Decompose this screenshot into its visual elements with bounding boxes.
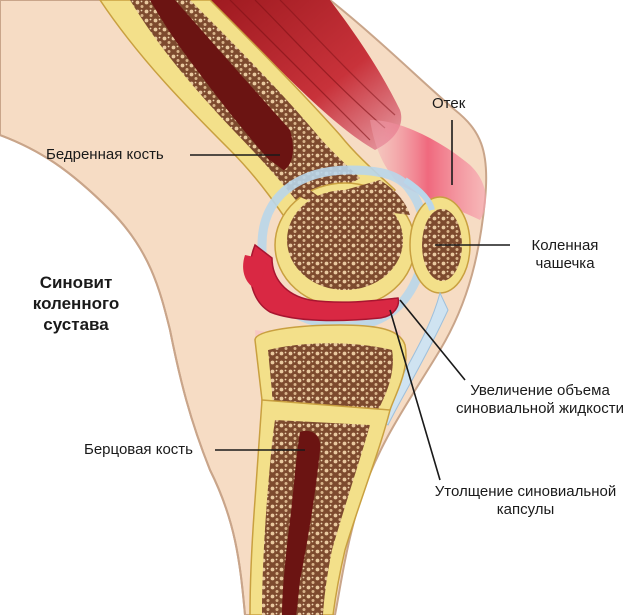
label-fluid: Увеличение объема синовиальной жидкости — [440, 382, 640, 418]
title-line-2: коленного — [32, 294, 120, 313]
label-patella-line2: чашечка — [535, 255, 595, 272]
label-fluid-line2: синовиальной жидкости — [456, 400, 624, 417]
tibia-marrow — [282, 430, 321, 615]
title-line-1: Синовит — [39, 273, 113, 292]
edema-region — [370, 120, 486, 220]
leader-fluid — [399, 299, 466, 381]
label-fluid-line1: Увеличение объема — [470, 382, 610, 399]
leader-capsule — [389, 309, 441, 481]
synovial-capsule — [249, 243, 400, 322]
label-tibia: Берцовая кость — [84, 441, 193, 458]
label-patella: Коленная чашечка — [515, 237, 615, 273]
label-patella-line1: Коленная — [531, 237, 599, 254]
label-capsule-line2: капсулы — [496, 501, 555, 518]
label-capsule-line1: Утолщение синовиальной — [434, 483, 617, 500]
leader-lines — [190, 120, 510, 481]
femur-marrow — [150, 0, 293, 172]
label-femur: Бедренная кость — [46, 146, 164, 163]
diagram-title: Синовит коленного сустава — [20, 272, 132, 335]
thigh-back-outline — [0, 134, 246, 615]
label-edema: Отек — [432, 95, 466, 112]
title-line-3: сустава — [43, 315, 109, 334]
label-capsule: Утолщение синовиальной капсулы — [418, 483, 633, 519]
